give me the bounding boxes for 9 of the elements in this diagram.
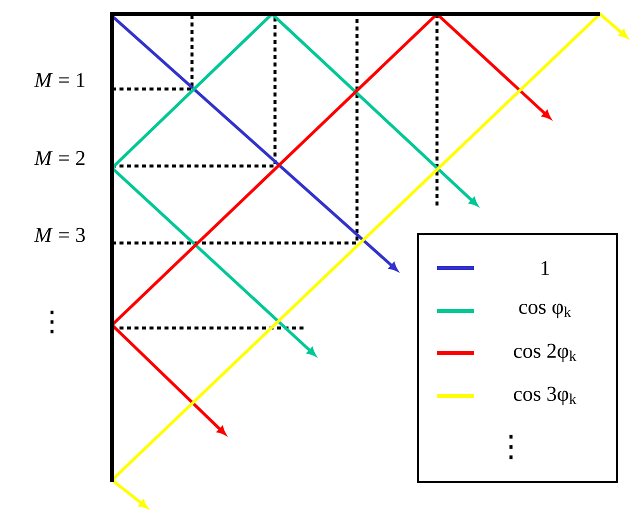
ellipsis: ⋮ <box>50 310 54 334</box>
legend-label: cos 2φ$_{k}$ <box>514 344 576 362</box>
row-label: M = 1 <box>34 73 84 87</box>
legend-label: cos φ$_{k}$ <box>519 304 572 318</box>
row-label: M = 3 <box>34 228 85 242</box>
legend-label: 1 <box>542 261 549 275</box>
legend-label: cos 3φ$_{k}$ <box>514 386 576 406</box>
row-label: M = 2 <box>34 151 84 165</box>
legend-ellipsis: ⋮ <box>509 434 513 460</box>
